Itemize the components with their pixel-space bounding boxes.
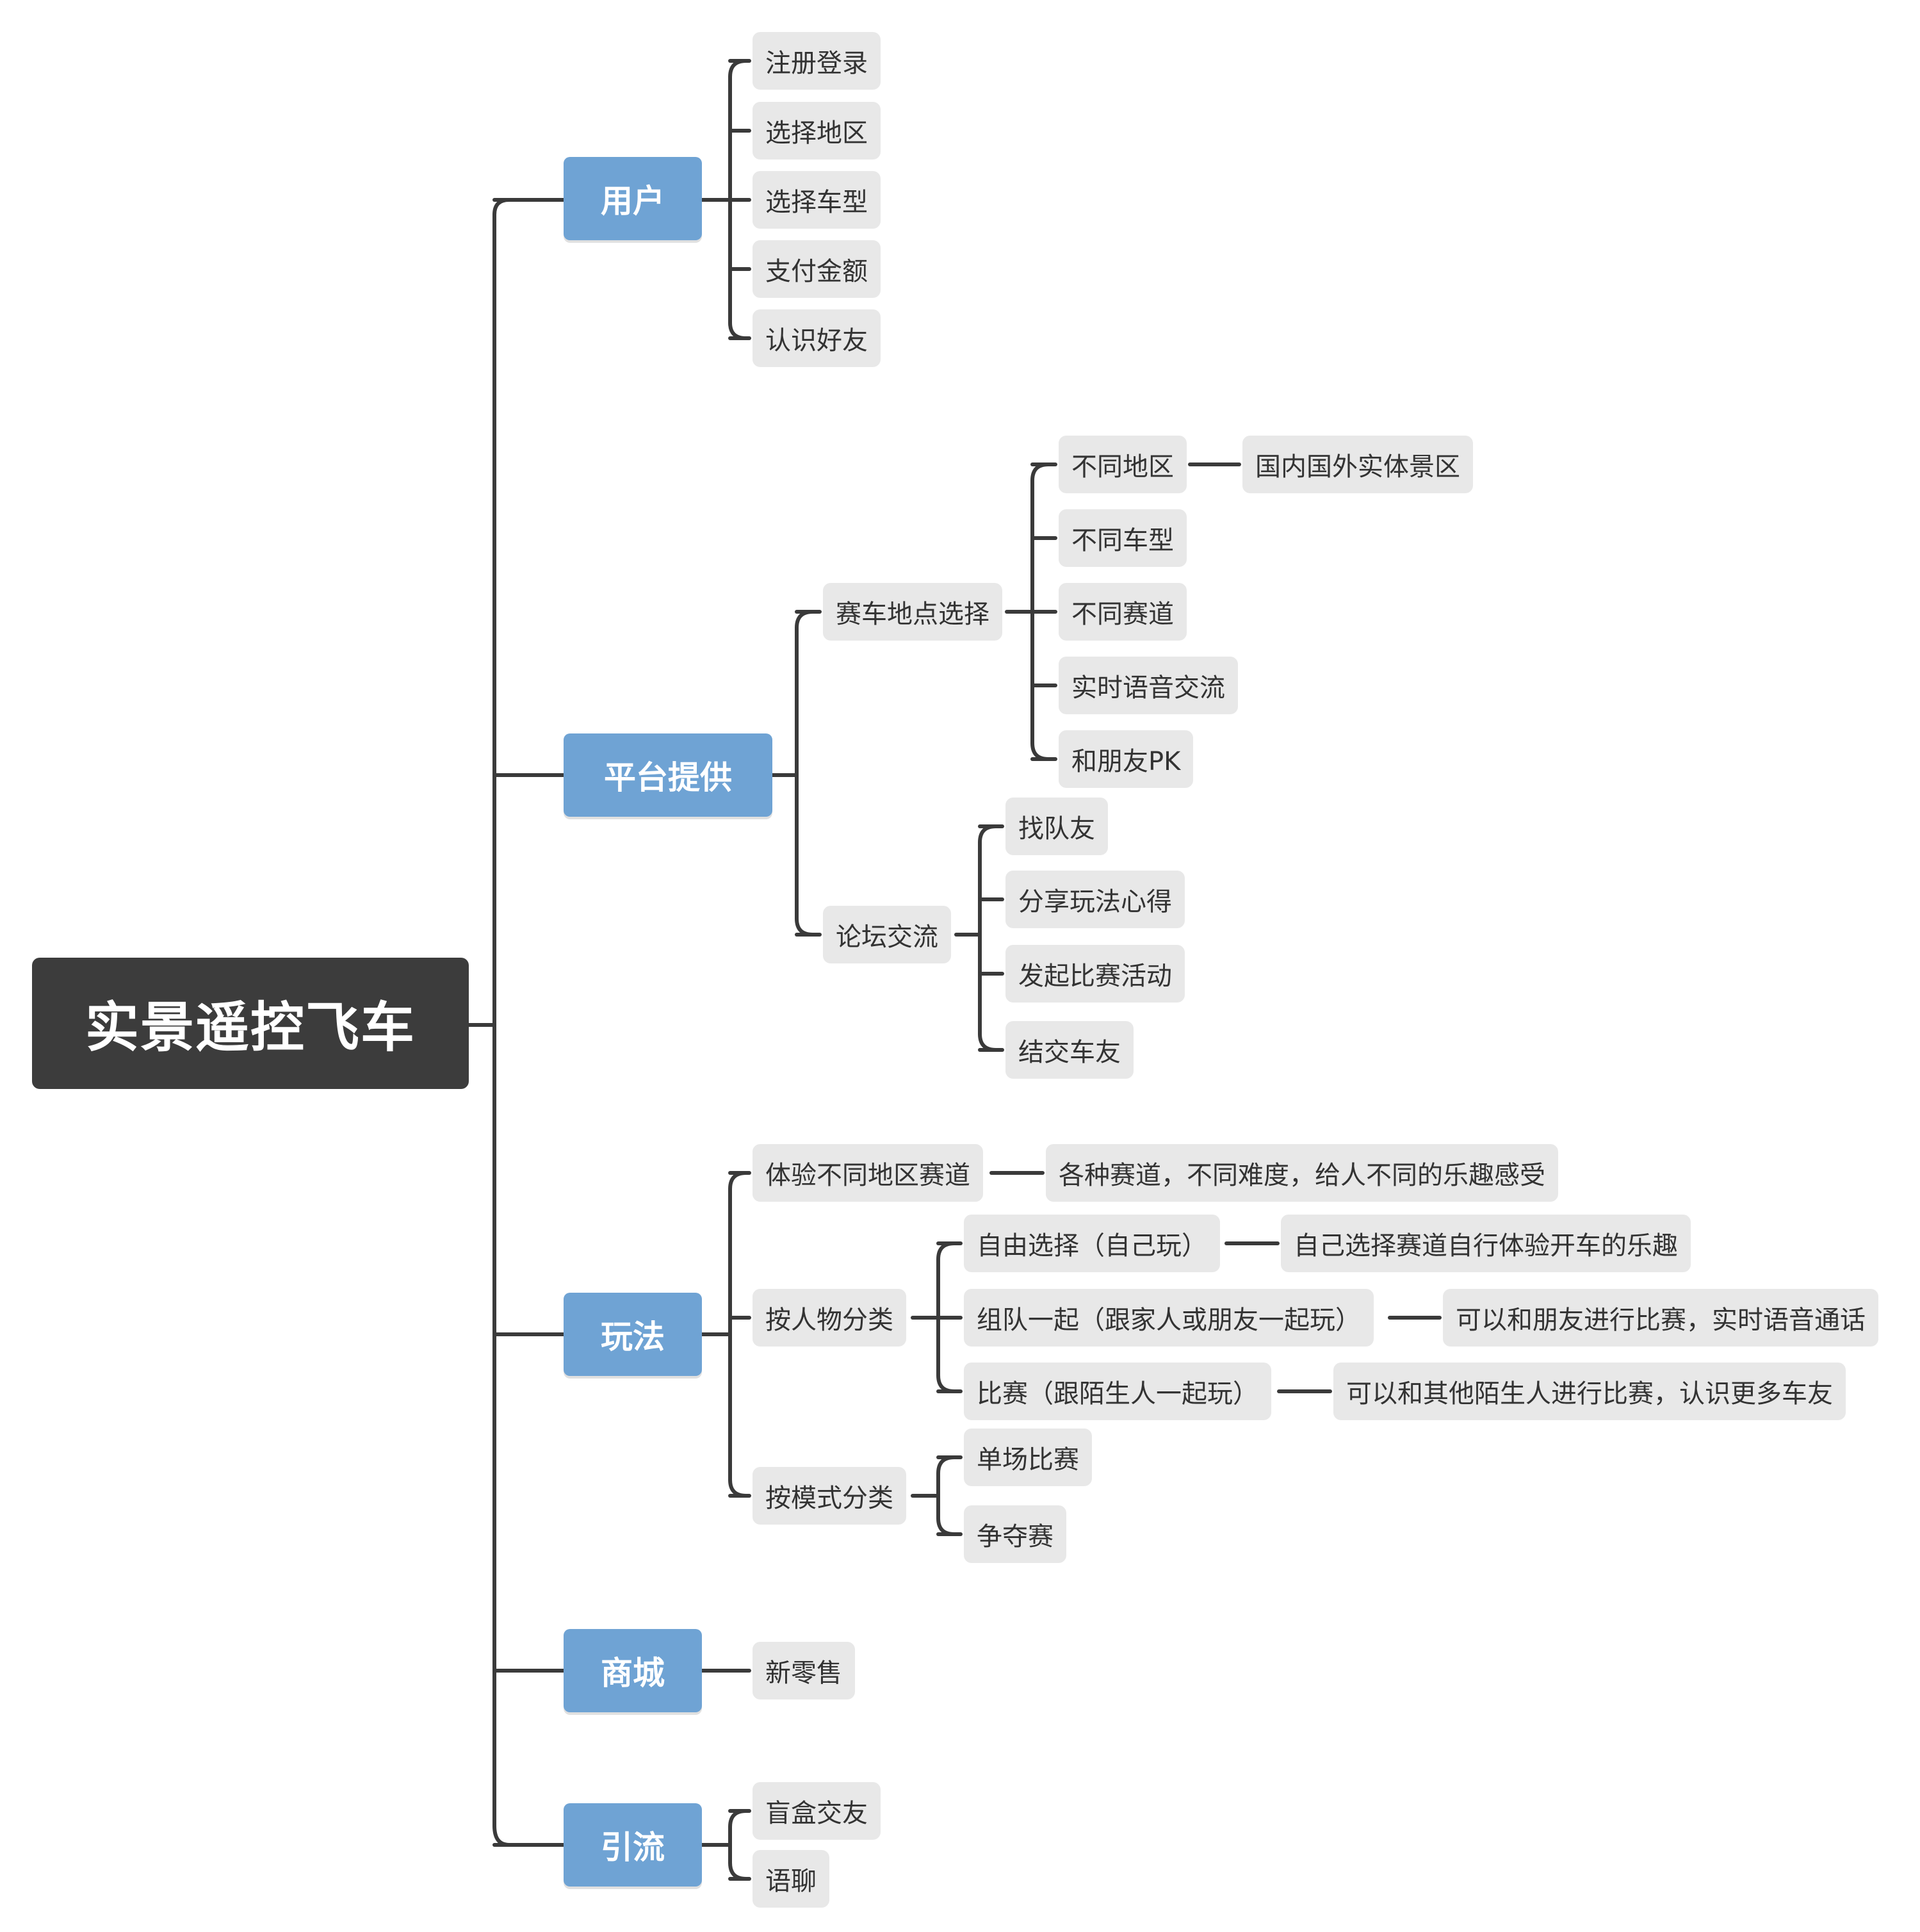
leaf-venue-region-detail[interactable]: 国内国外实体景区: [1242, 436, 1473, 493]
leaf-venue-car[interactable]: 不同车型: [1059, 509, 1187, 567]
leaf-venue[interactable]: 赛车地点选择: [823, 583, 1002, 641]
leaf-mode-single[interactable]: 单场比赛: [964, 1429, 1092, 1486]
leaf-user-friends[interactable]: 认识好友: [753, 309, 881, 367]
leaf-forum-event[interactable]: 发起比赛活动: [1005, 945, 1185, 1003]
branch-mall[interactable]: 商城: [564, 1629, 702, 1712]
leaf-venue-pk[interactable]: 和朋友PK: [1059, 730, 1194, 788]
leaf-forum-share[interactable]: 分享玩法心得: [1005, 871, 1185, 928]
leaf-by-people[interactable]: 按人物分类: [753, 1289, 906, 1347]
branch-platform[interactable]: 平台提供: [564, 733, 772, 817]
leaf-mode-contest[interactable]: 争夺赛: [964, 1505, 1066, 1563]
leaf-match-detail[interactable]: 可以和其他陌生人进行比赛，认识更多车友: [1333, 1363, 1846, 1420]
leaf-user-region[interactable]: 选择地区: [753, 102, 881, 160]
leaf-solo-detail[interactable]: 自己选择赛道自行体验开车的乐趣: [1281, 1215, 1691, 1272]
leaf-team[interactable]: 组队一起（跟家人或朋友一起玩）: [964, 1289, 1374, 1347]
leaf-forum-friends[interactable]: 结交车友: [1005, 1021, 1134, 1079]
leaf-traffic-voicechat[interactable]: 语聊: [753, 1850, 829, 1908]
leaf-venue-region[interactable]: 不同地区: [1059, 436, 1187, 493]
leaf-forum-team[interactable]: 找队友: [1005, 798, 1108, 855]
branch-user[interactable]: 用户: [564, 157, 702, 240]
leaf-venue-track[interactable]: 不同赛道: [1059, 583, 1187, 641]
branch-gameplay[interactable]: 玩法: [564, 1293, 702, 1376]
leaf-by-mode[interactable]: 按模式分类: [753, 1467, 906, 1525]
leaf-solo[interactable]: 自由选择（自己玩）: [964, 1215, 1220, 1272]
leaf-traffic-blindbox[interactable]: 盲盒交友: [753, 1782, 881, 1840]
leaf-user-car[interactable]: 选择车型: [753, 171, 881, 229]
leaf-user-register[interactable]: 注册登录: [753, 32, 881, 90]
leaf-mall-retail[interactable]: 新零售: [753, 1642, 855, 1699]
branch-traffic[interactable]: 引流: [564, 1803, 702, 1887]
leaf-user-pay[interactable]: 支付金额: [753, 240, 881, 298]
leaf-forum[interactable]: 论坛交流: [823, 906, 951, 963]
leaf-venue-voice[interactable]: 实时语音交流: [1059, 657, 1238, 714]
leaf-experience[interactable]: 体验不同地区赛道: [753, 1144, 983, 1202]
leaf-team-detail[interactable]: 可以和朋友进行比赛，实时语音通话: [1443, 1289, 1878, 1347]
root-node[interactable]: 实景遥控飞车: [32, 958, 469, 1089]
leaf-experience-detail[interactable]: 各种赛道，不同难度，给人不同的乐趣感受: [1046, 1144, 1558, 1202]
leaf-match[interactable]: 比赛（跟陌生人一起玩）: [964, 1363, 1271, 1420]
